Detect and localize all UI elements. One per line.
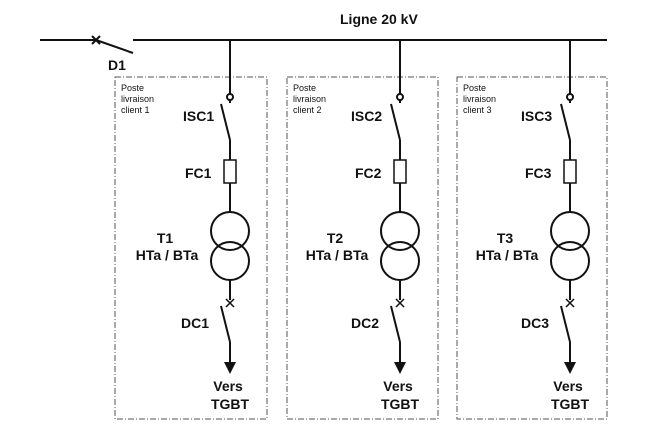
dc-switch-blade: [560, 305, 571, 343]
transformer-label: T1 HTa / BTa: [136, 230, 199, 263]
client-station-box: [114, 76, 268, 420]
transformer-primary: [210, 211, 250, 251]
box-title: Poste livraison client 3: [463, 83, 499, 115]
box-title: Poste livraison client 1: [121, 83, 157, 115]
line-label: Ligne 20 kV: [340, 11, 418, 27]
dc-switch-blade: [220, 305, 231, 343]
transformer-secondary: [550, 241, 590, 281]
transformer-primary: [550, 211, 590, 251]
dc-label: DC3: [521, 315, 549, 331]
client-feeder-2: Poste livraison client 2 ISC2 FC2 T2 HTa…: [286, 40, 439, 420]
isc-switch-blade: [390, 103, 401, 141]
isc-label: ISC3: [521, 108, 552, 124]
fuse: [393, 159, 407, 184]
dc-label: DC1: [181, 315, 209, 331]
transformer-secondary: [380, 241, 420, 281]
isc-label: ISC1: [183, 108, 214, 124]
isc-label: ISC2: [351, 108, 382, 124]
destination-label: Vers TGBT: [211, 378, 250, 412]
main-line: Ligne 20 kV D1: [40, 11, 607, 73]
isc-switch-blade: [220, 103, 231, 141]
client-station-box: [286, 76, 439, 420]
transformer-label: T3 HTa / BTa: [476, 230, 539, 263]
isc-switch-blade: [560, 103, 571, 141]
fuse: [223, 159, 237, 184]
outgoing-arrow: [564, 362, 576, 374]
dc-label: DC2: [351, 315, 379, 331]
client-station-box: [456, 76, 608, 420]
destination-label: Vers TGBT: [381, 378, 420, 412]
fc-label: FC2: [355, 165, 382, 181]
fuse: [563, 159, 577, 184]
destination-label: Vers TGBT: [551, 378, 590, 412]
transformer-label: T2 HTa / BTa: [306, 230, 369, 263]
fc-label: FC3: [525, 165, 552, 181]
box-title: Poste livraison client 2: [293, 83, 329, 115]
isc-pivot: [226, 93, 234, 101]
isc-pivot: [566, 93, 574, 101]
client-feeder-1: Poste livraison client 1 ISC1 FC1 T1 HTa…: [114, 40, 268, 420]
d1-switch-blade: [95, 39, 134, 54]
transformer-primary: [380, 211, 420, 251]
client-feeder-3: Poste livraison client 3 ISC3 FC3 T3 HTa…: [456, 40, 608, 420]
dc-switch-blade: [390, 305, 401, 343]
outgoing-arrow: [224, 362, 236, 374]
d1-label: D1: [108, 57, 126, 73]
fc-label: FC1: [185, 165, 212, 181]
isc-pivot: [396, 93, 404, 101]
transformer-secondary: [210, 241, 250, 281]
outgoing-arrow: [394, 362, 406, 374]
